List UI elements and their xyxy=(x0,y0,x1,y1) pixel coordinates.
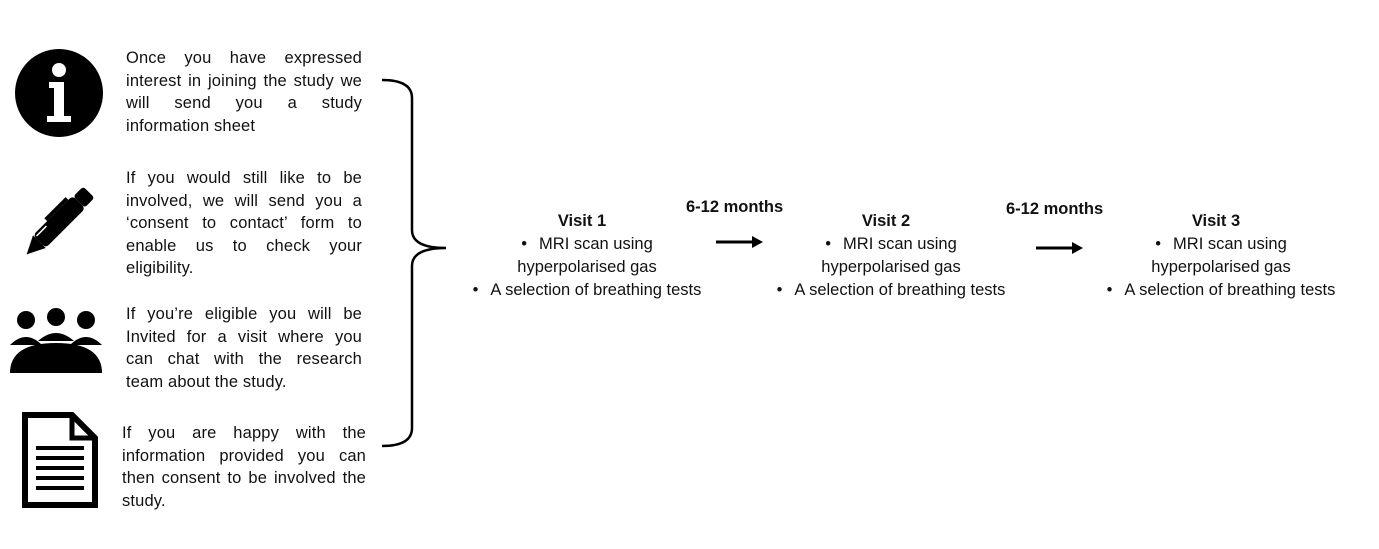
visit-title: Visit 1 xyxy=(557,212,607,230)
curly-brace xyxy=(381,78,447,448)
interval-label: 6-12 months xyxy=(1006,200,1104,218)
info-icon xyxy=(15,49,103,137)
visit-title: Visit 3 xyxy=(1191,212,1241,230)
visit-3: Visit 3 •MRI scan using hyperpolarised g… xyxy=(1086,210,1356,302)
arrow-icon xyxy=(1036,242,1083,254)
visit-bullet: •A selection of breathing tests xyxy=(472,281,702,299)
visit-bullet: •MRI scan using xyxy=(521,235,653,253)
arrow-icon xyxy=(716,236,763,248)
visit-bullet-cont: hyperpolarised gas xyxy=(1151,258,1291,276)
visit-title: Visit 2 xyxy=(861,212,911,230)
step-text-group: If you’re eligible you will be Invited f… xyxy=(126,305,362,391)
visit-bullet: •A selection of breathing tests xyxy=(776,281,1006,299)
visit-bullet: •MRI scan using xyxy=(825,235,957,253)
pen-icon xyxy=(26,187,94,255)
step-text-document: If you are happy with the information pr… xyxy=(122,424,366,510)
document-icon xyxy=(22,412,98,508)
visit-1: Visit 1 •MRI scan using hyperpolarised g… xyxy=(452,210,722,302)
interval-label: 6-12 months xyxy=(686,198,784,216)
visit-bullet: •A selection of breathing tests xyxy=(1106,281,1336,299)
visit-2: Visit 2 •MRI scan using hyperpolarised g… xyxy=(756,210,1026,302)
visit-bullet: •MRI scan using xyxy=(1155,235,1287,253)
step-text-pen: If you would still like to be involved, … xyxy=(126,169,362,277)
visit-bullet-cont: hyperpolarised gas xyxy=(821,258,961,276)
visit-bullet-cont: hyperpolarised gas xyxy=(517,258,657,276)
group-icon xyxy=(10,308,102,373)
step-text-info: Once you have expressed interest in join… xyxy=(126,49,362,135)
